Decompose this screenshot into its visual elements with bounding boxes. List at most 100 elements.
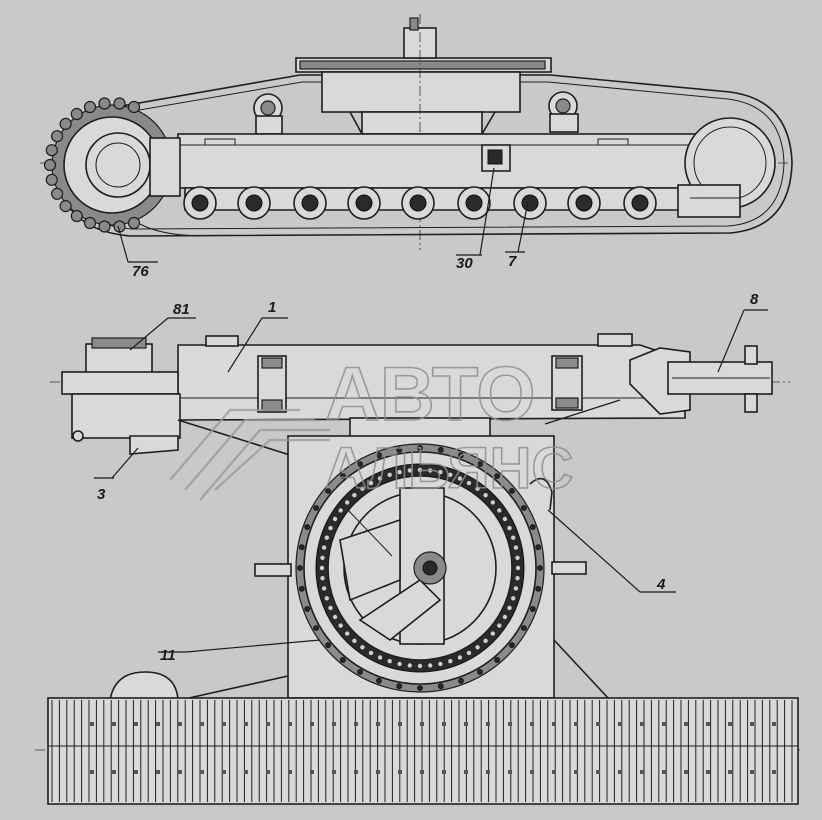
- ring-tooth: [507, 605, 512, 611]
- ring-bolt: [298, 585, 305, 592]
- callout-7: 7: [508, 253, 517, 270]
- callout-1: 1: [268, 299, 276, 316]
- sprocket-tooth: [70, 209, 83, 223]
- track-shoe-bolt: [332, 722, 336, 726]
- track-shoe-bolt: [508, 722, 512, 726]
- sprocket-tooth: [113, 97, 126, 110]
- sprocket-tooth: [98, 220, 111, 233]
- track-shoe-bolt: [354, 722, 358, 726]
- track-shoe-bolt: [530, 722, 534, 726]
- ring-tooth: [321, 586, 327, 591]
- ring-bolt: [297, 565, 303, 571]
- track-rollers: [183, 186, 657, 220]
- ring-bolt: [376, 677, 382, 684]
- track-plan-view: [47, 697, 799, 805]
- ring-bolt: [477, 669, 483, 675]
- ring-tooth: [448, 472, 453, 477]
- drive-sprocket: [51, 104, 181, 226]
- ring-tooth: [438, 469, 443, 475]
- ring-tooth: [319, 565, 325, 571]
- track-shoe-bolt: [354, 770, 358, 774]
- track-shoe-bolt: [178, 770, 182, 774]
- ring-bolt: [304, 524, 311, 530]
- callout-30: 30: [456, 255, 473, 272]
- callout-4: 4: [656, 576, 666, 593]
- ring-bolt: [313, 505, 320, 511]
- turntable-plan-view: [35, 333, 800, 805]
- ring-bolt: [325, 642, 332, 648]
- ring-bolt: [477, 461, 483, 468]
- track-shoe-bolt: [486, 722, 490, 726]
- ring-tooth: [507, 525, 512, 531]
- track-frame-side-view: [40, 14, 793, 250]
- track-shoe-bolt: [706, 722, 710, 726]
- ring-tooth: [360, 486, 365, 491]
- track-shoe-bolt: [244, 722, 248, 726]
- ring-bolt: [529, 606, 536, 612]
- track-roller: [623, 186, 657, 220]
- track-shoe-bolt: [222, 770, 226, 774]
- track-base-bracket: [109, 671, 179, 701]
- ring-bolt: [537, 565, 543, 571]
- track-shoe-bolt: [596, 770, 600, 774]
- ring-tooth: [490, 500, 495, 505]
- ring-tooth: [417, 467, 423, 473]
- sprocket-tooth: [83, 216, 97, 230]
- track-shoe-bolt: [662, 722, 666, 726]
- sprocket-tooth: [45, 144, 58, 157]
- track-roller: [293, 186, 327, 220]
- ring-tooth: [457, 476, 463, 481]
- beam-bearing-right: [551, 355, 583, 411]
- track-shoe-bolt: [662, 770, 666, 774]
- track-shoe-bolt: [530, 770, 534, 774]
- callout-76: 76: [132, 263, 149, 280]
- ring-bolt: [521, 625, 527, 631]
- idler-wheel: [677, 117, 776, 218]
- track-shoe-bolt: [398, 770, 402, 774]
- track-shoe-bolt: [596, 722, 600, 726]
- ring-tooth: [483, 493, 488, 498]
- track-shoe-bolt: [134, 722, 138, 726]
- ring-tooth: [428, 663, 433, 668]
- carrier-roller-left: [253, 93, 283, 135]
- sprocket-tooth: [83, 100, 97, 114]
- track-shoe-bolt: [420, 722, 424, 726]
- ring-bolt: [529, 524, 536, 530]
- track-roller: [401, 186, 435, 220]
- sprocket-tooth: [127, 216, 141, 230]
- track-shoe-bolt: [684, 770, 688, 774]
- ring-tooth: [448, 659, 453, 664]
- ring-tooth: [328, 605, 333, 611]
- track-shoe-bolt: [90, 770, 94, 774]
- ring-tooth: [387, 472, 392, 477]
- track-shoe-bolt: [706, 770, 710, 774]
- track-shoe-bolt: [728, 722, 732, 726]
- ring-tooth: [490, 631, 495, 636]
- ring-bolt: [509, 488, 515, 494]
- track-shoe-bolt: [90, 722, 94, 726]
- track-shoe-bolt: [112, 722, 116, 726]
- ring-bolt: [535, 585, 542, 592]
- ring-tooth: [475, 645, 480, 650]
- ring-tooth: [368, 650, 374, 656]
- track-shoe-bolt: [772, 770, 776, 774]
- ring-tooth: [368, 480, 374, 486]
- ring-tooth: [345, 631, 350, 636]
- track-shoes: [48, 700, 798, 802]
- watermark-logo: [169, 408, 330, 501]
- track-shoe-bolt: [486, 770, 490, 774]
- ring-bolt: [521, 505, 527, 511]
- ring-bolt: [417, 685, 423, 691]
- ring-bolt: [325, 488, 332, 494]
- ring-bolt: [417, 445, 423, 451]
- slewing-drive: [339, 487, 447, 645]
- track-roller: [347, 186, 381, 220]
- track-shoe-bolt: [178, 722, 182, 726]
- ring-tooth: [377, 655, 383, 660]
- track-shoe-bolt: [156, 722, 160, 726]
- ring-tooth: [428, 468, 433, 473]
- ring-tooth: [466, 480, 472, 486]
- track-shoe-bolt: [376, 722, 380, 726]
- ring-tooth: [511, 596, 516, 601]
- sprocket-teeth: [43, 97, 141, 233]
